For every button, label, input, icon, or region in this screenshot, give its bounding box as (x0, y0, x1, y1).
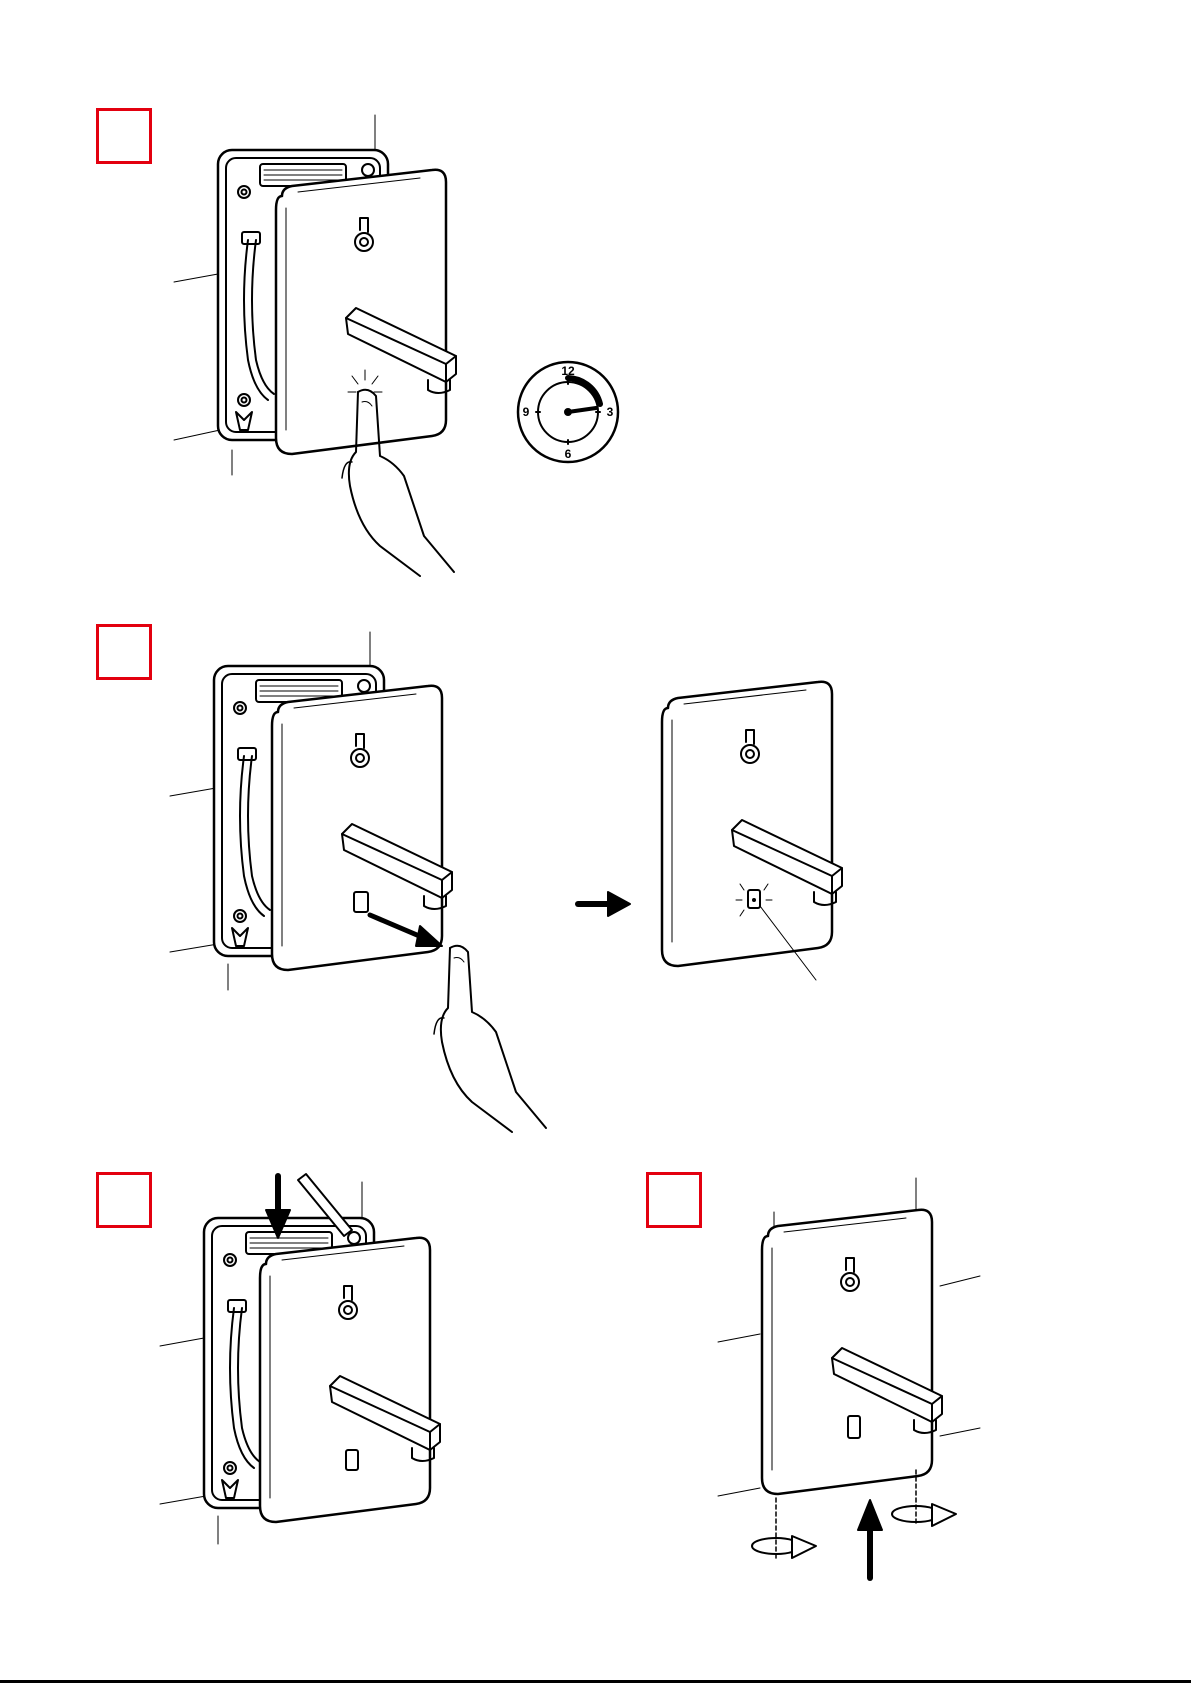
step1-illustration: 12 3 6 9 (174, 115, 618, 576)
sensor-window (346, 1450, 358, 1470)
cover-plate-result (662, 682, 842, 966)
clock-label-12: 12 (561, 364, 575, 378)
cover-plate (762, 1210, 942, 1494)
sensor-window (354, 892, 368, 912)
cover-plate (260, 1238, 440, 1522)
arrow-up-icon (858, 1500, 882, 1578)
hand-pull-icon (434, 946, 546, 1132)
sensor-window (848, 1416, 860, 1438)
leader-line (174, 274, 218, 282)
bottom-rule (0, 1680, 1191, 1683)
step2-illustration (170, 632, 842, 1132)
clock-label-6: 6 (565, 447, 572, 461)
arrow-right-icon (578, 892, 630, 916)
cover-plate (272, 686, 452, 970)
clock-label-3: 3 (607, 405, 614, 419)
step3-illustration (160, 1174, 440, 1544)
rotate-arrow-icon (752, 1536, 816, 1558)
clock-label-9: 9 (523, 405, 530, 419)
cover-plate (276, 170, 456, 454)
leader-line (174, 430, 220, 440)
step4-illustration (718, 1178, 980, 1578)
clock-icon: 12 3 6 9 (518, 362, 618, 462)
rotate-arrow-icon (892, 1504, 956, 1526)
